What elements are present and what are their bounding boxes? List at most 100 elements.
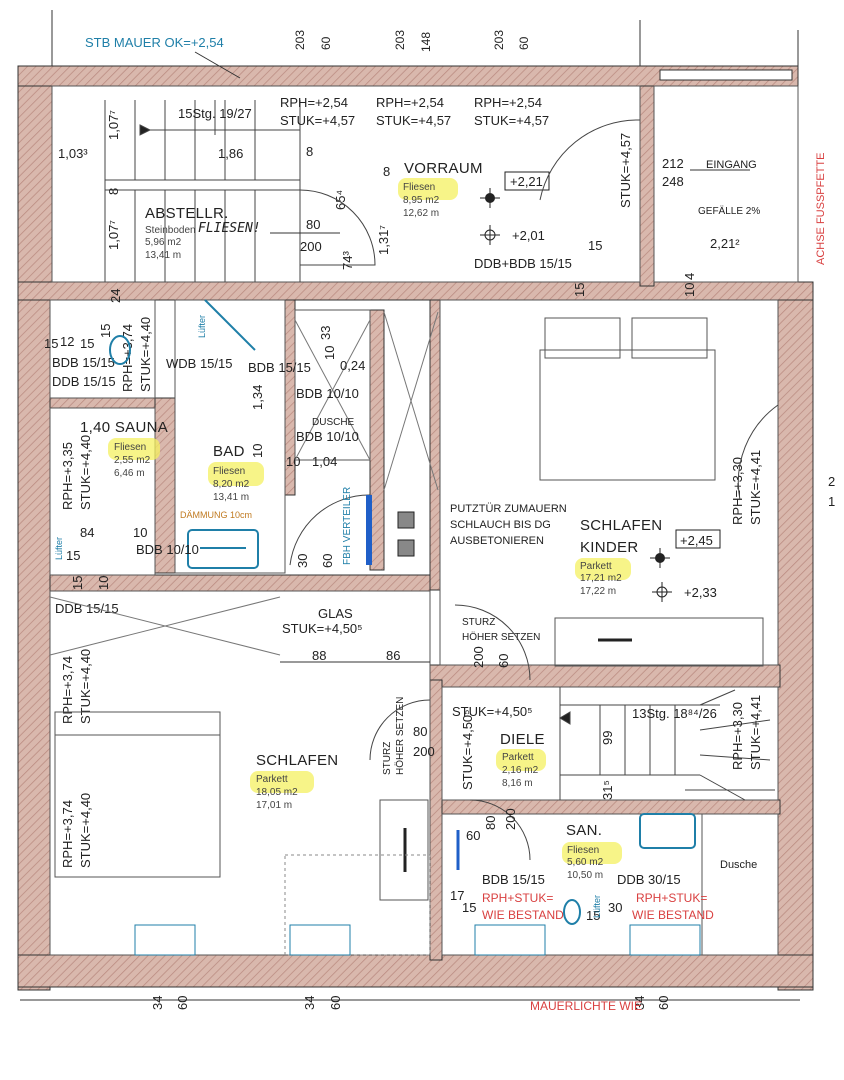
vorraum-area: 8,95 m2 xyxy=(403,195,440,206)
eingang-d212: 212 xyxy=(662,156,684,171)
san-ddb: DDB 30/15 xyxy=(617,872,681,887)
bad-lufter: Lüfter xyxy=(197,315,207,338)
schlafen: DDB 15/15 GLAS STUK=+4,50⁵ 88 86 RPH=+3,… xyxy=(49,596,431,956)
san-perim: 10,50 m xyxy=(567,870,603,881)
san-wie1: WIE BESTAND xyxy=(482,908,564,922)
abstell-d200: 200 xyxy=(300,239,322,254)
stair-right-d99: 99 xyxy=(600,731,615,745)
fbh-label: FBH VERTEILER xyxy=(342,487,353,565)
wc-ddb: DDB 15/15 xyxy=(52,374,116,389)
schlafen-d86: 86 xyxy=(386,648,400,663)
diele-stuk: STUK=+4,50⁵ xyxy=(452,704,533,719)
schlafen-stuk: STUK=+4,50⁵ xyxy=(282,621,363,636)
diele-perim: 8,16 m xyxy=(502,778,533,789)
diele-floor: Parkett xyxy=(502,752,534,763)
bad-d10: 10 xyxy=(250,444,265,458)
left-d12: 12 xyxy=(60,334,74,349)
bad-floor: Fliesen xyxy=(213,466,245,477)
abstell-d80: 80 xyxy=(306,217,320,232)
sauna-bdb: BDB 10/10 xyxy=(136,542,199,557)
wc-bdb: BDB 15/15 xyxy=(52,355,115,370)
san-rph2: RPH+STUK= xyxy=(636,891,707,905)
vorraum-level-box: +2,21 xyxy=(510,174,543,189)
schlafen-kinder: SCHLAFEN KINDER Parkett 17,21 m2 17,22 m… xyxy=(539,317,835,667)
top-dim-2: 60 xyxy=(319,36,333,50)
abstell-floor: Steinboden xyxy=(145,225,196,236)
left-d15b: 15 xyxy=(80,336,94,351)
vorraum: RPH=+2,54 STUK=+4,57 RPH=+2,54 STUK=+4,5… xyxy=(280,95,641,271)
san-name: SAN. xyxy=(566,822,602,839)
stair-top-d1: 1,07⁷ xyxy=(106,110,121,140)
bad-d10b: 10 xyxy=(286,454,300,469)
vorraum-name: VORRAUM xyxy=(404,160,483,177)
eingang-d10: 10 xyxy=(682,283,697,297)
schlafen-stuk2: STUK=+4,40 xyxy=(78,793,93,868)
sauna-area: 2,55 m2 xyxy=(114,455,151,466)
vorraum-stuk3: STUK=+4,57 xyxy=(474,113,549,128)
eingang: 212 248 EINGANG GEFÄLLE 2% 2,21² 4 10 15 xyxy=(572,69,793,297)
putz-l1: PUTZTÜR ZUMAUERN xyxy=(450,503,567,515)
stair-top-d2: 1,03³ xyxy=(58,146,88,161)
schlafen-hoeher: HÖHER SETZEN xyxy=(394,697,406,775)
diele-d60: 60 xyxy=(466,828,480,843)
vorraum-stuk1: STUK=+4,57 xyxy=(280,113,355,128)
schlafen-floor: Parkett xyxy=(256,774,288,785)
sauna-d15b: 15 xyxy=(70,576,85,590)
putztuer-note: PUTZTÜR ZUMAUERN SCHLAUCH BIS DG AUSBETO… xyxy=(450,503,567,547)
san-bdb: BDB 15/15 xyxy=(482,872,545,887)
eingang-d248: 248 xyxy=(662,174,684,189)
bad: WDB 15/15 BDB 15/15 Lüfter 1,34 BAD Flie… xyxy=(166,299,337,569)
stair-right-rph: RPH=+3,30 xyxy=(730,702,745,770)
vorraum-d8: 8 xyxy=(383,164,390,179)
kinder-area: 17,21 m2 xyxy=(580,573,622,584)
sauna-d10b: 10 xyxy=(96,576,111,590)
san-d17: 17 xyxy=(450,888,464,903)
san: SAN. Fliesen 5,60 m2 10,50 m BDB 15/15 D… xyxy=(450,813,757,956)
san-d30: 30 xyxy=(608,900,622,915)
top-dim-6: 60 xyxy=(517,36,531,50)
dusche-top: 33 10 0,24 BDB 10/10 DUSCHE BDB 10/10 xyxy=(294,311,439,491)
schlafen-name: SCHLAFEN xyxy=(256,752,338,769)
stair-right xyxy=(559,687,775,801)
bottom-d34a: 34 xyxy=(150,996,165,1010)
putz-l3: AUSBETONIEREN xyxy=(450,535,544,547)
kinder-floor: Parkett xyxy=(580,561,612,572)
dusche-bdb1: BDB 10/10 xyxy=(296,386,359,401)
schlafen-d88: 88 xyxy=(312,648,326,663)
stair-top-d6: 1,07⁷ xyxy=(106,220,121,250)
wc-area: BDB 15/15 DDB 15/15 RPH=+3,74 STUK=+4,40 xyxy=(52,317,153,392)
abstell-perim: 13,41 m xyxy=(145,250,181,261)
kinder-level-box: +2,45 xyxy=(680,533,713,548)
vorraum-rph1: RPH=+2,54 xyxy=(280,95,348,110)
left-d15c: 15 xyxy=(98,324,113,338)
diele-d200: 200 xyxy=(413,744,435,759)
abstellraum: ABSTELLR. FLIESEN! Steinboden 5,96 m2 13… xyxy=(145,189,391,270)
bad-bdb: BDB 15/15 xyxy=(248,360,311,375)
bad-daemmung: DÄMMUNG 10cm xyxy=(180,510,252,520)
diele-stuk-v: STUK=+4,50⁵ xyxy=(460,709,475,790)
eingang-d221: 2,21² xyxy=(710,236,740,251)
sauna-perim: 6,46 m xyxy=(114,468,145,479)
kinder-name1: SCHLAFEN xyxy=(580,517,662,534)
sauna: 1,40 SAUNA Fliesen 2,55 m2 6,46 m RPH=+3… xyxy=(54,419,199,590)
schlafen-stuk1: STUK=+4,40 xyxy=(78,649,93,724)
diele-d200b: 200 xyxy=(503,808,518,830)
bad-wdb: WDB 15/15 xyxy=(166,356,232,371)
san-area: 5,60 m2 xyxy=(567,857,604,868)
sauna-floor: Fliesen xyxy=(114,442,146,453)
san-d15: 15 xyxy=(462,900,476,915)
san-lufter: Lüfter xyxy=(592,895,602,918)
stair-right-stuk: STUK=+4,41 xyxy=(748,695,763,770)
abstell-d743: 74³ xyxy=(340,251,355,270)
top-dim-1: 203 xyxy=(293,30,307,50)
abstell-note: FLIESEN! xyxy=(198,221,261,236)
eingang-d4: 4 xyxy=(682,273,697,280)
fbh-d30: 30 xyxy=(295,554,310,568)
kinder-perim: 17,22 m xyxy=(580,586,616,597)
putz-l2: SCHLAUCH BIS DG xyxy=(450,519,551,531)
san-floor: Fliesen xyxy=(567,845,599,856)
stair-top-label: 15Stg. 19/27 xyxy=(178,106,252,121)
schlafen-sturz: STURZ xyxy=(382,742,393,775)
vorraum-perim: 12,62 m xyxy=(403,208,439,219)
